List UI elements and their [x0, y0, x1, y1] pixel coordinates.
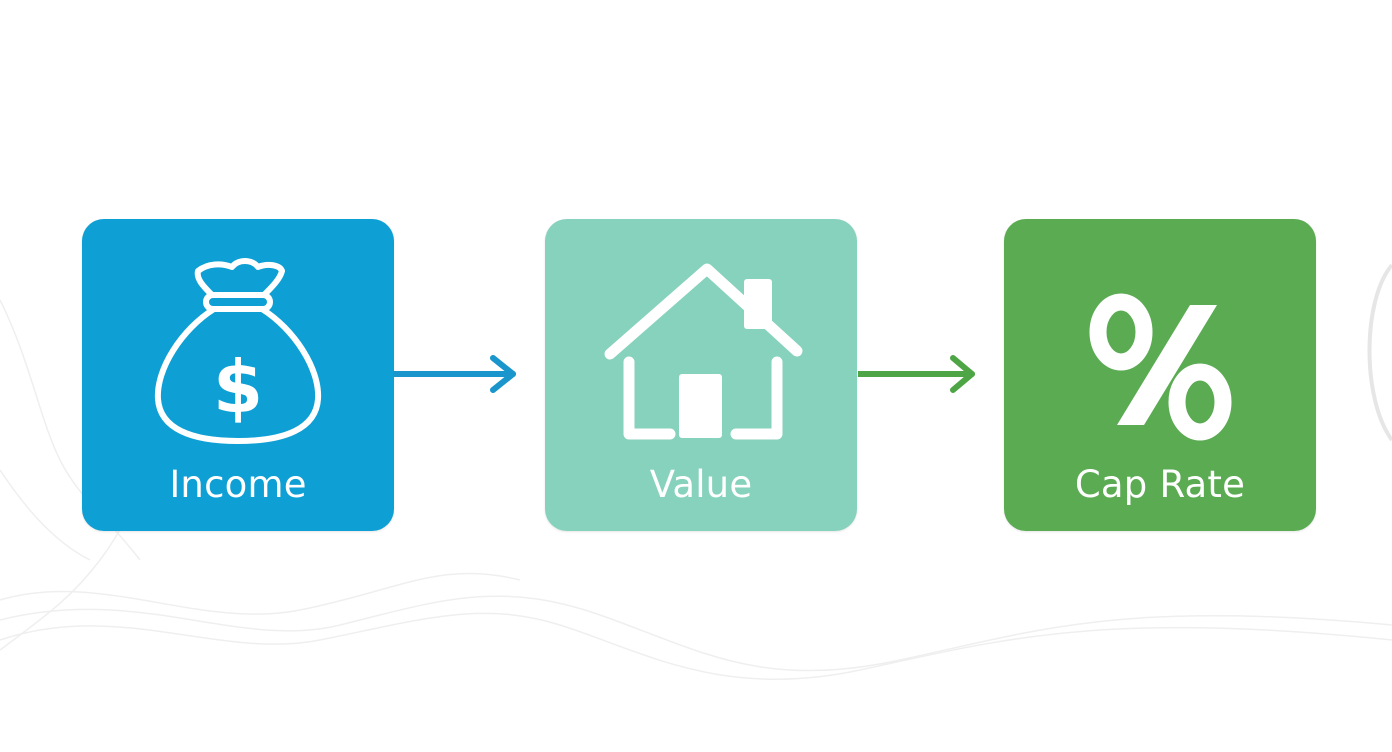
value-label: Value — [649, 463, 753, 506]
income-card: $ Income — [82, 219, 394, 531]
money-bag-dollar-icon: $ — [154, 258, 322, 444]
cap-rate-label: Cap Rate — [1074, 463, 1246, 506]
dollar-sign: $ — [213, 345, 263, 429]
arrow-income-to-value — [393, 355, 516, 393]
cap-rate-card: Cap Rate — [1004, 219, 1316, 531]
value-card: Value — [545, 219, 857, 531]
income-label: Income — [169, 463, 307, 506]
house-icon — [604, 263, 803, 440]
arrow-value-to-cap-rate — [858, 355, 975, 393]
percent-icon — [1089, 293, 1232, 441]
